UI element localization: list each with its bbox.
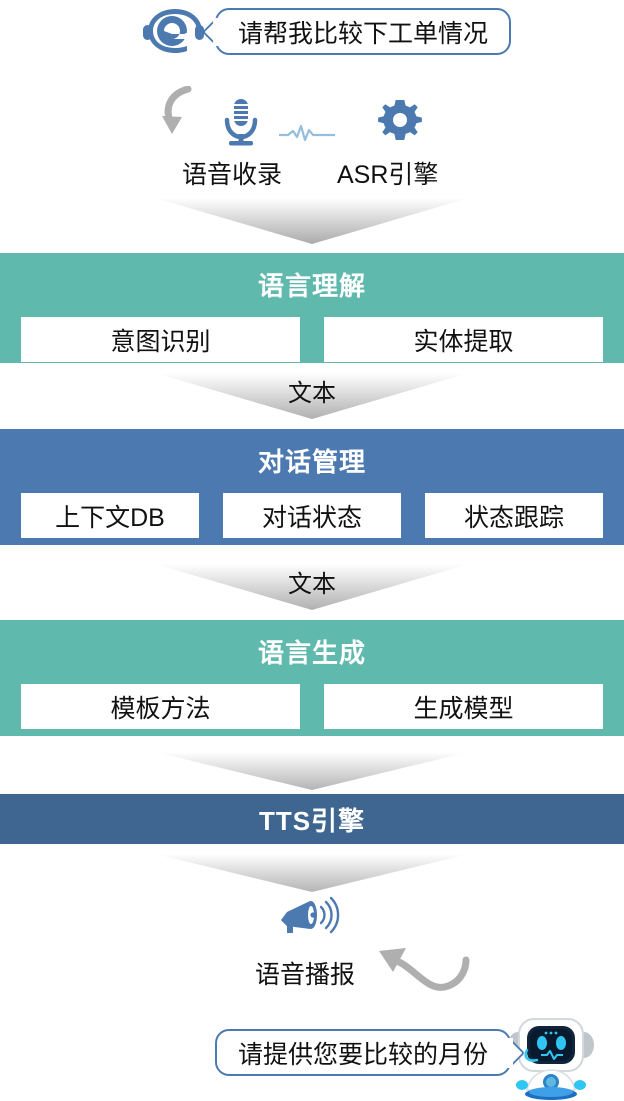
- connector-label-2: 文本: [288, 380, 336, 407]
- connector-arrow-3: 文本: [0, 562, 624, 612]
- curved-arrow-up-icon: [370, 938, 486, 1005]
- block-nlg-items: 模板方法 生成模型: [0, 684, 624, 729]
- block-dialog-management: 对话管理 上下文DB 对话状态 状态跟踪: [0, 429, 624, 545]
- sub-box-state-tracking[interactable]: 状态跟踪: [425, 493, 603, 538]
- system-utterance-text: 请提供您要比较的月份: [237, 1040, 488, 1069]
- speak-label: 语音播报: [255, 961, 356, 989]
- waveform-icon: [278, 122, 336, 149]
- block-nlg: 语言生成 模板方法 生成模型: [0, 620, 624, 736]
- asr-label: ASR引擎: [337, 161, 439, 189]
- block-tts: TTS引擎: [0, 794, 624, 844]
- sub-box-dialog-state[interactable]: 对话状态: [223, 493, 401, 538]
- sub-box-generative-model[interactable]: 生成模型: [324, 684, 603, 729]
- headset-icon: [141, 5, 211, 62]
- block-tts-title: TTS引擎: [258, 805, 366, 836]
- system-speech-bubble: 请提供您要比较的月份: [215, 1029, 511, 1076]
- record-label: 语音收录: [182, 161, 283, 189]
- microphone-icon: [222, 98, 260, 151]
- connector-label-3: 文本: [288, 571, 336, 598]
- connector-arrow-4: [0, 750, 624, 792]
- connector-arrow-1: [0, 196, 624, 246]
- connector-arrow-2: 文本: [0, 371, 624, 421]
- sub-box-context-db[interactable]: 上下文DB: [21, 493, 199, 538]
- bubble-tail-mask-user: [213, 18, 221, 46]
- gear-icon: [378, 100, 422, 149]
- megaphone-icon: [278, 896, 340, 943]
- sub-box-template-method[interactable]: 模板方法: [21, 684, 300, 729]
- user-utterance-text: 请帮我比较下工单情况: [237, 19, 488, 48]
- curved-arrow-down-icon: [158, 85, 210, 149]
- block-nlu-title: 语言理解: [257, 271, 366, 301]
- block-dm-title: 对话管理: [257, 447, 366, 477]
- block-nlu-items: 意图识别 实体提取: [0, 317, 624, 362]
- block-nlu: 语言理解 意图识别 实体提取: [0, 253, 624, 363]
- robot-icon: [505, 1014, 597, 1101]
- bubble-tail-mask-system: [505, 1038, 513, 1068]
- user-speech-bubble: 请帮我比较下工单情况: [215, 8, 511, 55]
- sub-box-intent[interactable]: 意图识别: [21, 317, 300, 362]
- block-nlg-title: 语言生成: [257, 638, 366, 668]
- connector-arrow-5: [0, 852, 624, 894]
- sub-box-entity[interactable]: 实体提取: [324, 317, 603, 362]
- block-dm-items: 上下文DB 对话状态 状态跟踪: [0, 493, 624, 538]
